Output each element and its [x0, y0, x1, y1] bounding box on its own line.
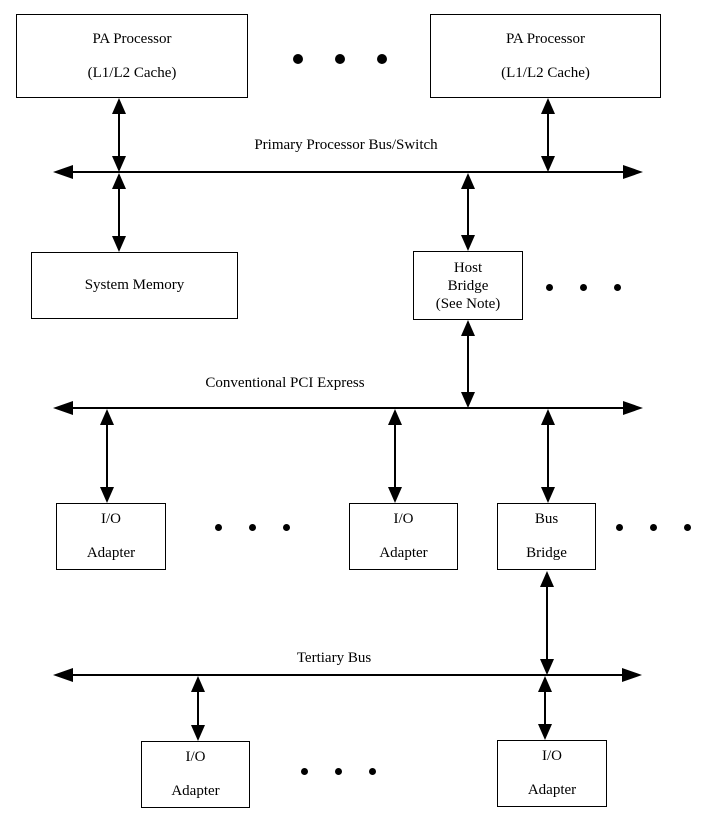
pci-express-bus-label: Conventional PCI Express: [205, 375, 365, 391]
tertiary-bus-line: [53, 667, 642, 683]
tertiary-bus-label: Tertiary Bus: [296, 650, 372, 666]
box-pa-processor-2: PA Processor (L1/L2 Cache): [430, 14, 661, 98]
arrow-primary-bus-system-memory: [111, 173, 127, 252]
ellipsis-host-bridges-icon: [546, 284, 621, 291]
box-io-adapter-1: I/O Adapter: [56, 503, 166, 570]
box-bus-bridge: Bus Bridge: [497, 503, 596, 570]
box-text: (L1/L2 Cache): [501, 64, 590, 81]
pci-express-bus-line: [53, 400, 643, 416]
arrow-host-bridge-pci-bus: [460, 320, 476, 408]
arrow-pci-bus-bus-bridge: [540, 409, 556, 503]
arrow-pci-bus-io-adapter-1: [99, 409, 115, 503]
box-text: Adapter: [86, 545, 136, 561]
box-text: I/O: [393, 511, 414, 527]
box-text: System Memory: [84, 277, 185, 293]
box-pa-processor-1: PA Processor (L1/L2 Cache): [16, 14, 248, 98]
arrow-pa1-primary-bus: [111, 98, 127, 172]
ellipsis-io-adapters-icon: [215, 524, 290, 531]
primary-bus-label: Primary Processor Bus/Switch: [254, 137, 438, 153]
box-text: Host: [453, 259, 483, 276]
box-text: (See Note): [435, 295, 501, 312]
arrow-bus-bridge-tertiary-bus: [539, 571, 555, 675]
ellipsis-bus-bridges-icon: [616, 524, 691, 531]
ellipsis-processors-icon: [293, 54, 387, 64]
arrow-primary-bus-host-bridge: [460, 173, 476, 251]
arrow-pa2-primary-bus: [540, 98, 556, 172]
box-text: Bus: [534, 511, 559, 527]
box-text: PA Processor: [505, 30, 586, 47]
box-io-adapter-4: I/O Adapter: [497, 740, 607, 807]
box-io-adapter-3: I/O Adapter: [141, 741, 250, 808]
box-text: Adapter: [379, 545, 428, 561]
box-text: PA Processor: [92, 30, 172, 47]
box-text: I/O: [101, 511, 121, 527]
box-text: I/O: [185, 749, 206, 765]
box-text: Bridge: [526, 545, 567, 561]
arrow-pci-bus-io-adapter-2: [387, 409, 403, 503]
box-host-bridge: Host Bridge (See Note): [413, 251, 523, 320]
box-text: Bridge: [447, 277, 489, 294]
box-system-memory: System Memory: [31, 252, 238, 319]
primary-processor-bus-line: [53, 164, 643, 180]
arrow-tertiary-bus-io-adapter-3: [190, 676, 206, 741]
box-text: (L1/L2 Cache): [87, 64, 177, 81]
box-text: Adapter: [527, 782, 577, 798]
ellipsis-bottom-io-adapters-icon: [301, 768, 376, 775]
box-io-adapter-2: I/O Adapter: [349, 503, 458, 570]
box-text: Adapter: [171, 783, 220, 799]
box-text: I/O: [542, 748, 562, 764]
arrow-tertiary-bus-io-adapter-4: [537, 676, 553, 740]
